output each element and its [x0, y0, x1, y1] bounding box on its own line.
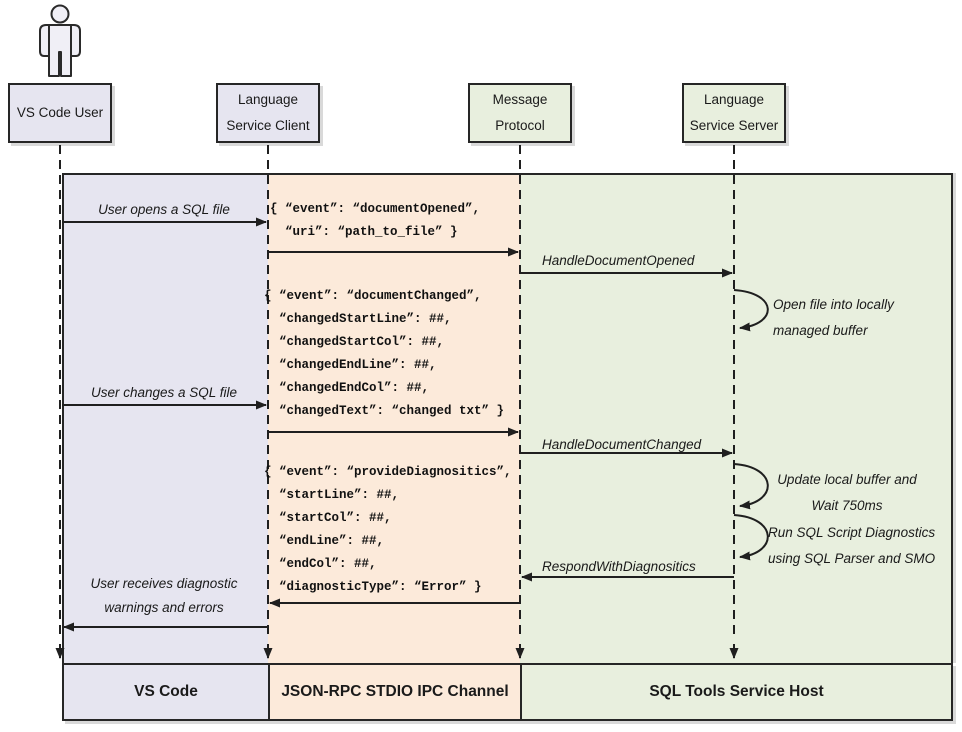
payload-line: “endCol”: ##,: [264, 557, 377, 571]
payload-line: “endLine”: ##,: [264, 534, 385, 548]
payload-line: “changedText”: “changed txt” }: [264, 404, 505, 418]
lifeline-head-language-service-server: Language Service Server: [682, 83, 786, 143]
lifeline-head-label: Protocol: [495, 118, 545, 133]
payload-line: { “event”: “documentChanged”,: [264, 289, 482, 303]
component-footer-row: VS Code JSON-RPC STDIO IPC Channel SQL T…: [62, 663, 953, 721]
lifeline-head-label: Language: [237, 92, 299, 107]
payload-line: “diagnosticType”: “Error” }: [264, 580, 482, 594]
lifeline-head-language-service-client: Language Service Client: [216, 83, 320, 143]
payload-line: { “event”: “provideDiagnositics”,: [264, 465, 512, 479]
note-line: Open file into locally: [773, 297, 894, 312]
message-label-user-changes-sql-file: User changes a SQL file: [90, 385, 238, 400]
footer-box-label: JSON-RPC STDIO IPC Channel: [281, 683, 509, 700]
payload-provide-diagnostics: { “event”: “provideDiagnositics”, “start…: [264, 461, 512, 599]
lifeline-head-label: Message: [492, 92, 548, 107]
lifeline-head-label: VS Code User: [16, 105, 104, 120]
footer-box-label: VS Code: [134, 683, 198, 700]
user-person-icon: [39, 4, 81, 77]
lifeline-head-label: Service Client: [226, 118, 310, 133]
footer-box-sql-tools-service-host: SQL Tools Service Host: [520, 665, 951, 719]
lane-service-host: [520, 175, 951, 663]
lane-vscode: [64, 175, 268, 663]
payload-document-opened: { “event”: “documentOpened”, “uri”: “pat…: [270, 198, 480, 244]
lane-ipc-channel: [268, 175, 520, 663]
lifeline-head-label: Service Server: [689, 118, 779, 133]
lifeline-head-message-protocol: Message Protocol: [468, 83, 572, 143]
note-open-file-buffer: Open file into locally managed buffer: [773, 292, 894, 344]
note-line: Update local buffer and: [777, 472, 917, 487]
swimlane-band: [62, 173, 953, 663]
footer-box-label: SQL Tools Service Host: [649, 683, 824, 700]
message-label-user-receives-diagnostics: User receives diagnostic warnings and er…: [62, 572, 266, 620]
note-line: Run SQL Script Diagnostics: [768, 525, 936, 540]
payload-line: “changedEndCol”: ##,: [264, 381, 430, 395]
payload-line: “changedStartCol”: ##,: [264, 335, 445, 349]
message-label-user-opens-sql-file: User opens a SQL file: [98, 202, 230, 217]
payload-line: “startLine”: ##,: [264, 488, 400, 502]
message-label-handle-document-opened: HandleDocumentOpened: [542, 253, 695, 268]
payload-line: { “event”: “documentOpened”,: [270, 202, 481, 216]
payload-line: “changedEndLine”: ##,: [264, 358, 437, 372]
lifeline-head-label: Language: [703, 92, 765, 107]
lifeline-head-vscode-user: VS Code User: [8, 83, 112, 143]
message-label-handle-document-changed: HandleDocumentChanged: [542, 437, 702, 452]
note-line: Wait 750ms: [811, 498, 883, 513]
message-label-line: User receives diagnostic: [90, 576, 238, 591]
note-update-buffer-wait: Update local buffer and Wait 750ms: [771, 467, 923, 519]
payload-document-changed: { “event”: “documentChanged”, “changedSt…: [264, 285, 504, 423]
payload-line: “uri”: “path_to_file” }: [270, 225, 458, 239]
note-run-sql-diagnostics: Run SQL Script Diagnostics using SQL Par…: [768, 520, 935, 572]
message-label-line: warnings and errors: [104, 600, 224, 615]
note-line: using SQL Parser and SMO: [768, 551, 936, 566]
note-line: managed buffer: [773, 323, 868, 338]
footer-box-vscode: VS Code: [64, 665, 268, 719]
message-label-respond-with-diagnostics: RespondWithDiagnositics: [542, 559, 696, 574]
payload-line: “startCol”: ##,: [264, 511, 392, 525]
payload-line: “changedStartLine”: ##,: [264, 312, 452, 326]
footer-box-jsonrpc-channel: JSON-RPC STDIO IPC Channel: [268, 665, 520, 719]
